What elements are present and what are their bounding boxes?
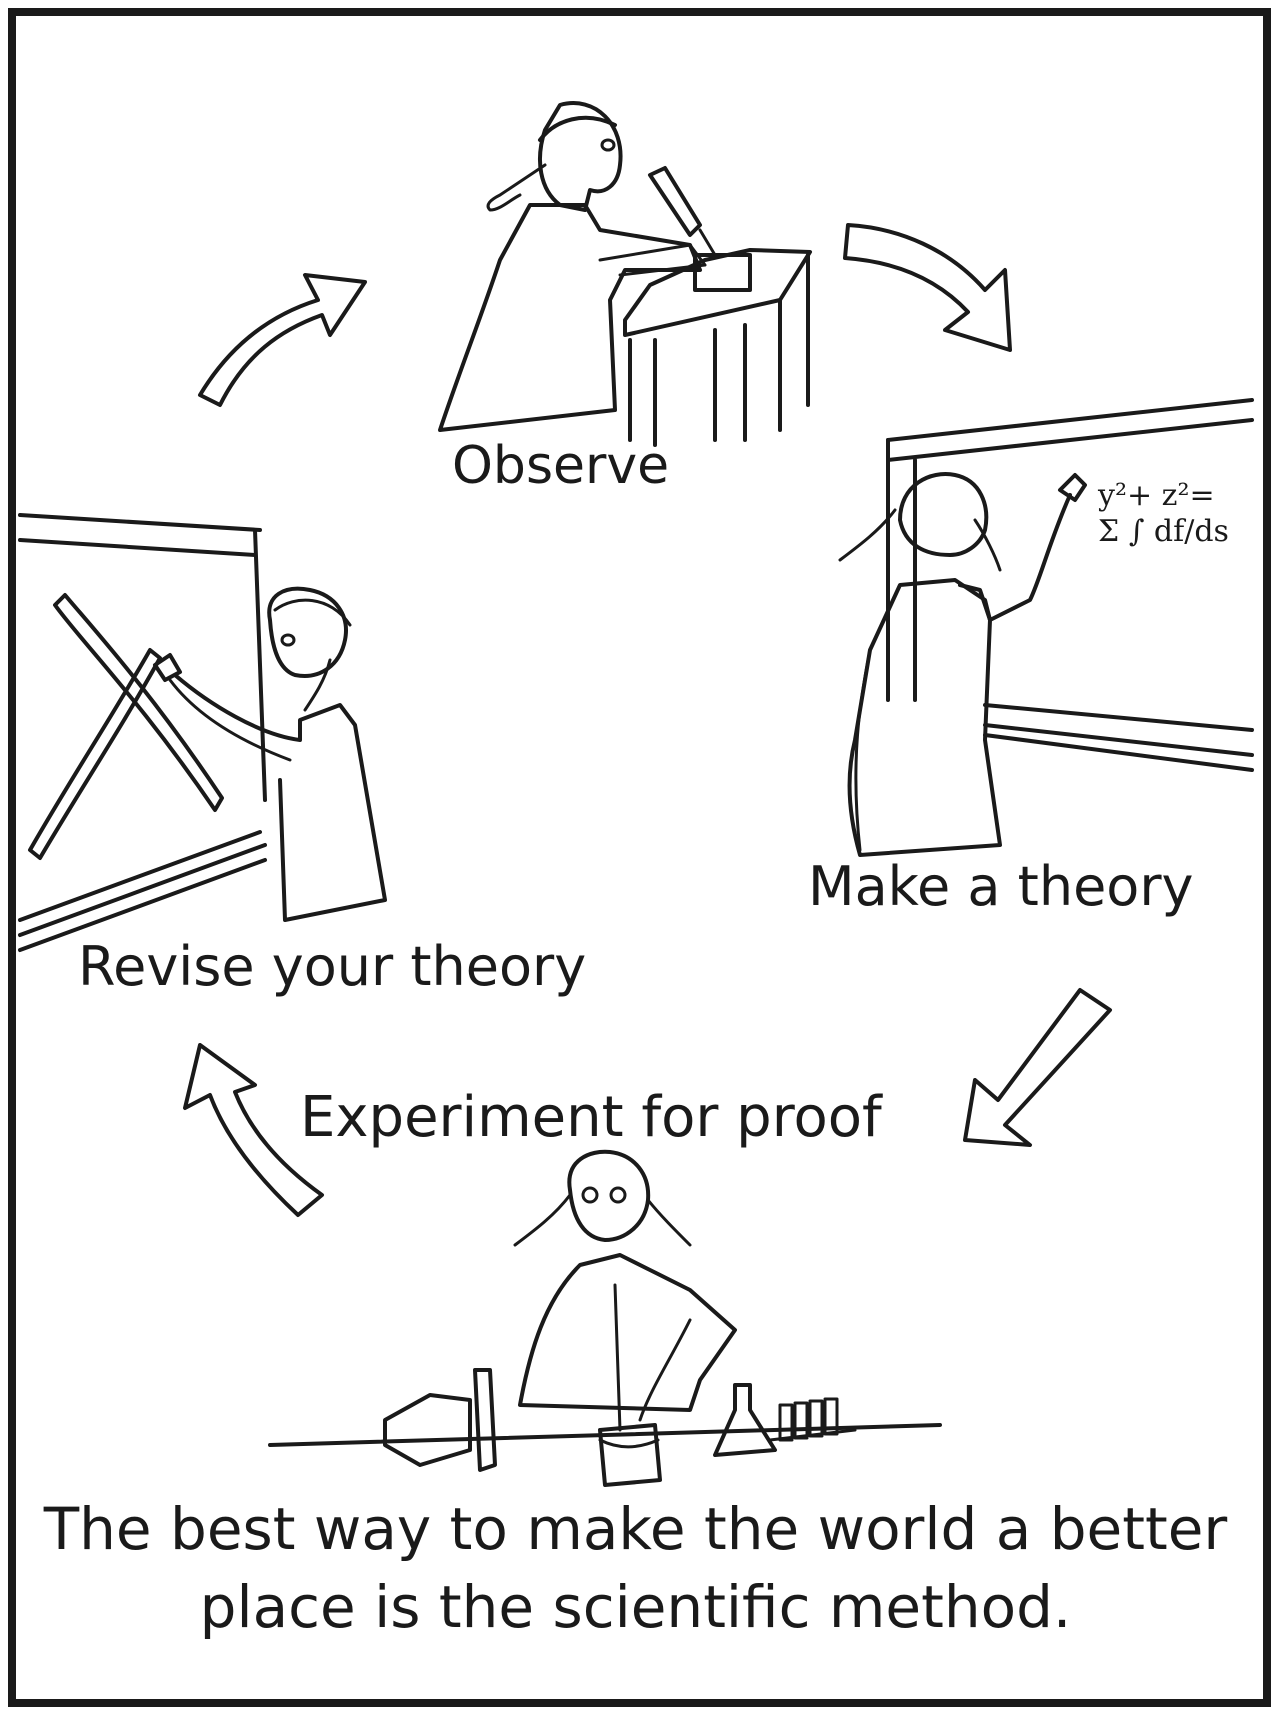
- board-formula: y²+ z²= Σ ∫ df/ds: [1098, 478, 1229, 550]
- formula-line-1: y²+ z²=: [1098, 478, 1215, 513]
- revise-chalkboard: [18, 513, 267, 952]
- step-label-revise: Revise your theory: [78, 935, 587, 998]
- formula-line-2: Σ ∫ df/ds: [1098, 514, 1229, 549]
- step-label-make-theory: Make a theory: [808, 855, 1194, 918]
- caption-line-1: The best way to make the world a better: [43, 1495, 1228, 1563]
- caption-line-2: place is the scientific method.: [199, 1573, 1072, 1641]
- theory-scientist-figure: [838, 472, 1087, 857]
- lab-bench: [268, 1368, 942, 1487]
- step-label-observe: Observe: [452, 436, 670, 496]
- arrow-theory-to-experiment: [963, 988, 1112, 1147]
- theory-chalkboard: [886, 398, 1254, 772]
- arrow-revise-to-observe: [198, 273, 367, 407]
- step-label-experiment: Experiment for proof: [300, 1085, 882, 1150]
- revise-scientist-figure: [153, 586, 387, 922]
- arrow-experiment-to-revise: [183, 1043, 324, 1217]
- caption: The best way to make the world a better …: [20, 1490, 1251, 1646]
- crossed-out-x: [28, 593, 224, 860]
- arrow-observe-to-theory: [843, 223, 1012, 352]
- observe-scientist-figure: [438, 101, 812, 447]
- experiment-scientist-figure: [513, 1149, 737, 1432]
- panel-border: [8, 8, 1271, 1707]
